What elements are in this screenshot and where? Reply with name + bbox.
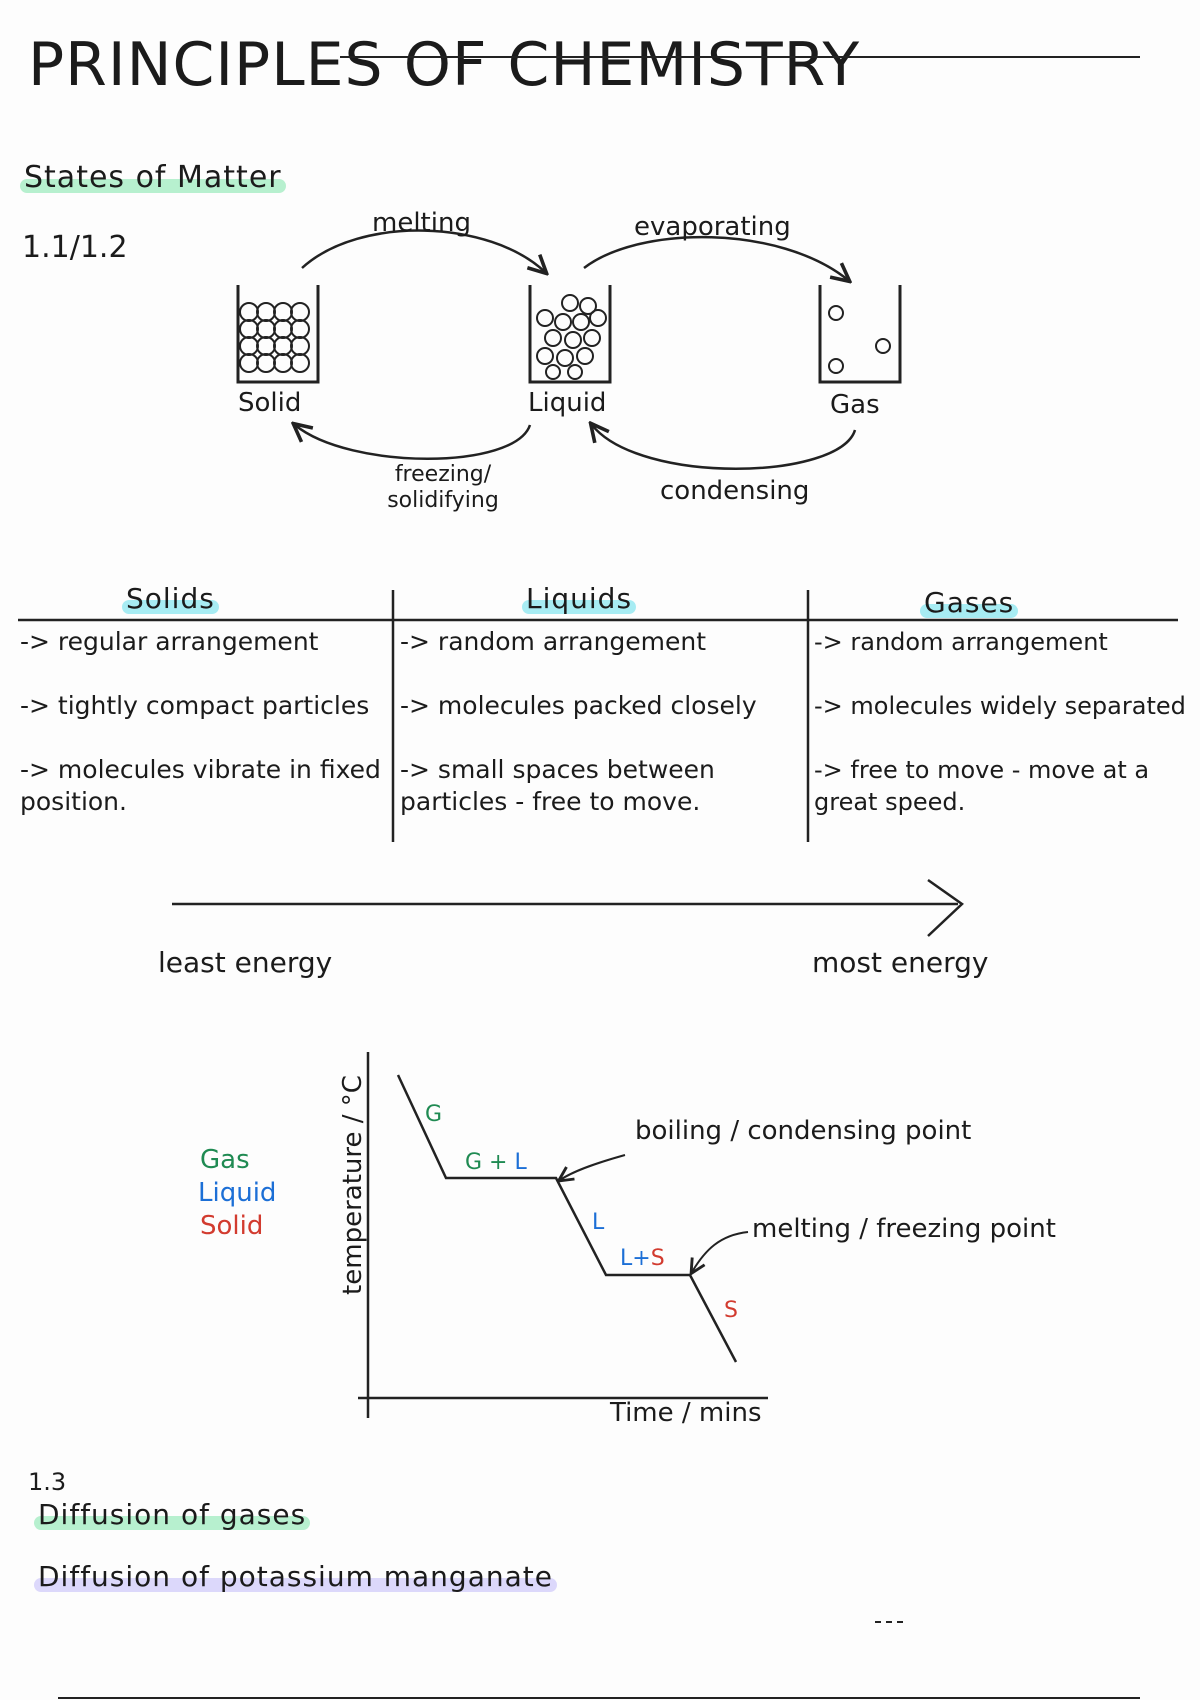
liquid-beaker (528, 285, 612, 384)
legend-liquid: Liquid (198, 1178, 277, 1208)
column-liquids: -> random arrangement -> molecules packe… (400, 626, 800, 850)
graph-x-label: Time / mins (610, 1398, 762, 1428)
subheading-potassium-manganate: Diffusion of potassium manganate (34, 1560, 557, 1593)
gas-beaker (818, 285, 902, 384)
gas-particles (828, 305, 891, 374)
section-ref: 1.1/1.2 (22, 230, 128, 265)
solid-beaker (236, 285, 320, 384)
gas-label: Gas (830, 390, 880, 420)
table-cell: -> molecules packed closely (400, 691, 757, 720)
melting-annotation-arrow (692, 1231, 749, 1272)
legend-solid: Solid (200, 1211, 264, 1241)
least-energy-label: least energy (158, 946, 333, 979)
most-energy-label: most energy (812, 946, 989, 979)
table-cell: -> tightly compact particles (20, 691, 370, 720)
liquid-label: Liquid (528, 388, 607, 418)
solid-label: Solid (238, 388, 302, 418)
table-cell: -> small spaces between particles - free… (400, 755, 715, 816)
condensing-label: condensing (660, 476, 810, 506)
segment-g: G (425, 1102, 443, 1127)
freezing-arrow (295, 425, 532, 460)
table-cell: -> random arrangement (400, 627, 707, 656)
evaporating-label: evaporating (634, 212, 791, 242)
segment-l: L (592, 1210, 605, 1235)
section-heading-diffusion: Diffusion of gases (34, 1498, 311, 1531)
evaporating-arrow (583, 235, 848, 280)
condensing-arrow (592, 425, 857, 470)
page-title: PRINCIPLES OF CHEMISTRY (28, 30, 861, 100)
legend-gas: Gas (200, 1145, 250, 1175)
boiling-annotation-arrow (560, 1154, 626, 1180)
energy-arrow-head (927, 878, 964, 937)
melting-label: melting (372, 208, 471, 238)
liquid-particles (536, 294, 607, 380)
table-cell: -> random arrangement (814, 628, 1108, 656)
section-heading-states: States of Matter (20, 160, 286, 195)
table-cell: -> free to move - move at a great speed. (814, 756, 1150, 816)
header-gases: Gases (920, 586, 1019, 619)
melting-point-annotation: melting / freezing point (752, 1214, 1056, 1244)
table-cell: -> molecules vibrate in fixed position. (20, 755, 381, 816)
boiling-point-annotation: boiling / condensing point (635, 1116, 972, 1146)
column-solids: -> regular arrangement -> tightly compac… (20, 626, 390, 850)
header-liquids: Liquids (522, 582, 637, 615)
column-gases: -> random arrangement -> molecules widel… (814, 626, 1194, 850)
solid-particles (239, 302, 310, 373)
cooling-curve (396, 1074, 738, 1363)
freezing-label: freezing/ solidifying (387, 462, 499, 513)
table-cell: -> regular arrangement (20, 627, 319, 656)
segment-ls: L+S (620, 1246, 665, 1271)
segment-s: S (724, 1298, 738, 1323)
section2-ref: 1.3 (28, 1468, 67, 1496)
header-solids: Solids (122, 582, 219, 615)
table-cell: -> molecules widely separated (814, 692, 1186, 720)
melting-arrow (301, 229, 545, 272)
segment-gl: G + L (465, 1150, 527, 1175)
graph-y-label: temperature / °C (338, 1075, 368, 1295)
title-rule (340, 56, 1140, 58)
